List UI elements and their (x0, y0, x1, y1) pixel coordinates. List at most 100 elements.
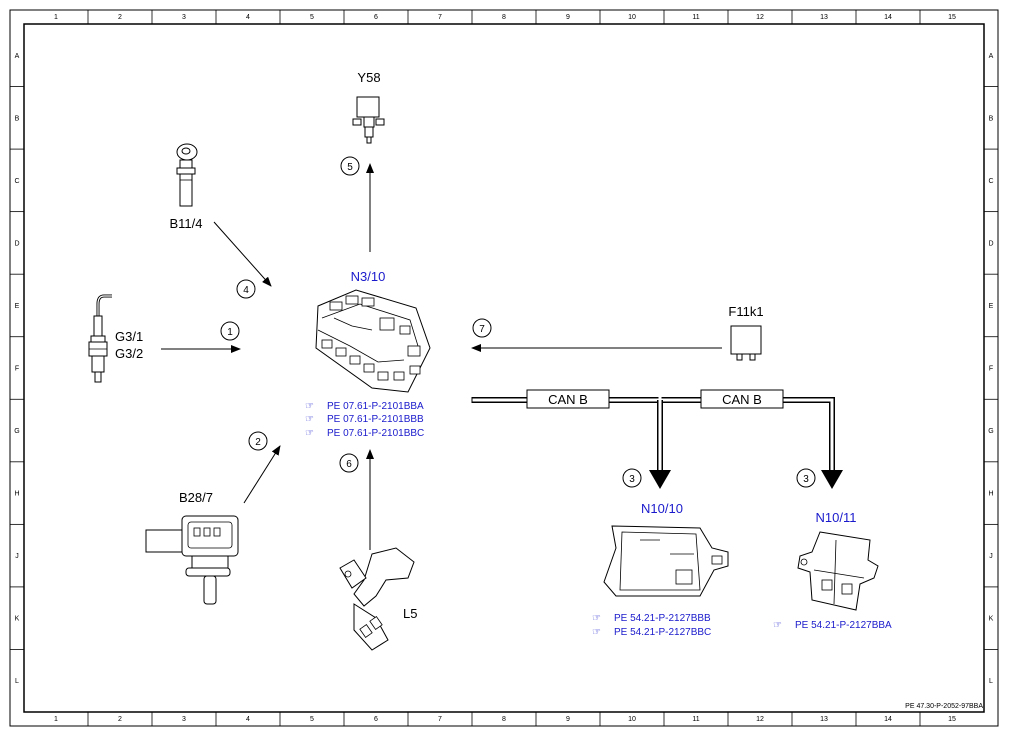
grid-row-label: J (989, 553, 993, 560)
n3-10-references: ☞ PE 07.61-P-2101BBA ☞ PE 07.61-P-2101BB… (305, 401, 424, 439)
n10-10-ref-1[interactable]: PE 54.21-P-2127BBB (614, 613, 711, 624)
g3-2-label: G3/2 (115, 346, 143, 361)
grid-row-label: F (989, 366, 993, 373)
n3-10-ref-1[interactable]: PE 07.61-P-2101BBA (327, 401, 424, 412)
n3-10-ref-2[interactable]: PE 07.61-P-2101BBB (327, 414, 424, 425)
n10-11-module[interactable] (797, 531, 879, 611)
grid-column-label: 6 (374, 14, 378, 21)
reference-icon: ☞ (305, 414, 314, 425)
b11-4-sensor[interactable] (176, 143, 198, 207)
y58-component[interactable] (352, 96, 385, 144)
grid-column-label: 10 (628, 14, 636, 21)
n10-11-references: ☞ PE 54.21-P-2127BBA (773, 620, 892, 631)
document-reference: PE 47.30-P-2052-97BBA (905, 703, 983, 710)
grid-column-label: 4 (246, 14, 250, 21)
grid-row-label: F (15, 366, 19, 373)
signal-number-3: 3 (803, 474, 809, 485)
grid-column-label: 7 (438, 716, 442, 723)
grid-column-label: 13 (820, 14, 828, 21)
grid-column-label: 15 (948, 14, 956, 21)
grid-row-label: L (15, 678, 19, 685)
grid-column-label: 13 (820, 716, 828, 723)
l5-sensor[interactable] (339, 547, 415, 651)
n10-10-references: ☞ PE 54.21-P-2127BBB ☞ PE 54.21-P-2127BB… (592, 613, 711, 638)
reference-icon: ☞ (305, 401, 314, 412)
signal-number-5: 5 (347, 162, 353, 173)
grid-row-label: K (989, 616, 994, 623)
n10-10-module[interactable] (603, 525, 729, 597)
grid-column-label: 15 (948, 716, 956, 723)
grid-row-label: E (989, 303, 994, 310)
g3-1-label: G3/1 (115, 329, 143, 344)
grid-column-label: 2 (118, 14, 122, 21)
signal-number-6: 6 (346, 459, 352, 470)
grid-column-label: 8 (502, 716, 506, 723)
grid-row-label: C (988, 178, 993, 185)
b11-4-label: B11/4 (169, 216, 202, 231)
grid-row-label: H (988, 491, 993, 498)
grid-row-label: B (15, 115, 20, 122)
grid-column-label: 9 (566, 14, 570, 21)
signal-lines (161, 163, 722, 550)
grid-row-label: C (14, 178, 19, 185)
n10-11-label: N10/11 (816, 510, 857, 525)
grid-row-label: H (14, 491, 19, 498)
grid-row-label: B (989, 115, 994, 122)
grid-column-label: 3 (182, 716, 186, 723)
grid-column-label: 14 (884, 14, 892, 21)
can-b-label-right: CAN B (722, 392, 762, 407)
grid-row-label: L (989, 678, 993, 685)
grid-column-label: 1 (54, 14, 58, 21)
n10-11-ref-1[interactable]: PE 54.21-P-2127BBA (795, 620, 892, 631)
reference-icon: ☞ (592, 627, 601, 638)
grid-row-label: K (15, 616, 20, 623)
f11k1-label: F11k1 (728, 304, 763, 319)
grid-row-label: D (14, 240, 19, 247)
grid-row-label: A (15, 53, 20, 60)
grid-column-label: 12 (756, 14, 764, 21)
n3-10-ref-3[interactable]: PE 07.61-P-2101BBC (327, 428, 424, 439)
grid-column-label: 14 (884, 716, 892, 723)
can-bus (471, 389, 843, 489)
signal-number-7: 7 (479, 324, 485, 335)
signal-number-3: 3 (629, 474, 635, 485)
can-b-label-left: CAN B (548, 392, 588, 407)
grid-column-label: 6 (374, 716, 378, 723)
grid-column-label: 5 (310, 14, 314, 21)
n10-10-ref-2[interactable]: PE 54.21-P-2127BBC (614, 627, 711, 638)
grid-column-label: 2 (118, 716, 122, 723)
b28-7-sensor[interactable] (145, 515, 239, 605)
grid-row-label: G (14, 428, 19, 435)
grid-row-label: G (988, 428, 993, 435)
g3-oxygen-sensor[interactable] (88, 294, 112, 383)
grid-column-label: 11 (692, 14, 699, 21)
signal-number-1: 1 (227, 327, 233, 338)
grid-column-label: 9 (566, 716, 570, 723)
grid-column-label: 7 (438, 14, 442, 21)
signal-markers: 5 4 1 7 2 6 3 3 (220, 156, 816, 488)
signal-number-4: 4 (243, 285, 249, 296)
signal-number-2: 2 (255, 437, 261, 448)
drawing-frame (9, 9, 999, 727)
grid-column-label: 11 (692, 716, 699, 723)
grid-column-label: 8 (502, 14, 506, 21)
y58-label: Y58 (357, 70, 380, 85)
l5-label: L5 (403, 606, 417, 621)
grid-column-label: 3 (182, 14, 186, 21)
grid-row-label: A (989, 53, 994, 60)
n3-10-label: N3/10 (351, 269, 386, 284)
grid-column-label: 5 (310, 716, 314, 723)
grid-column-label: 1 (54, 716, 58, 723)
grid-labels: 1122334455667788991010111112121313141415… (14, 14, 993, 723)
f11k1-relay[interactable] (730, 325, 762, 361)
reference-icon: ☞ (305, 428, 314, 439)
n10-10-label: N10/10 (641, 501, 683, 516)
grid-column-label: 12 (756, 716, 764, 723)
grid-ticks (10, 10, 998, 726)
b28-7-label: B28/7 (179, 490, 213, 505)
n3-10-control-unit[interactable] (315, 289, 431, 393)
reference-icon: ☞ (773, 620, 782, 631)
grid-row-label: E (15, 303, 20, 310)
grid-column-label: 4 (246, 716, 250, 723)
